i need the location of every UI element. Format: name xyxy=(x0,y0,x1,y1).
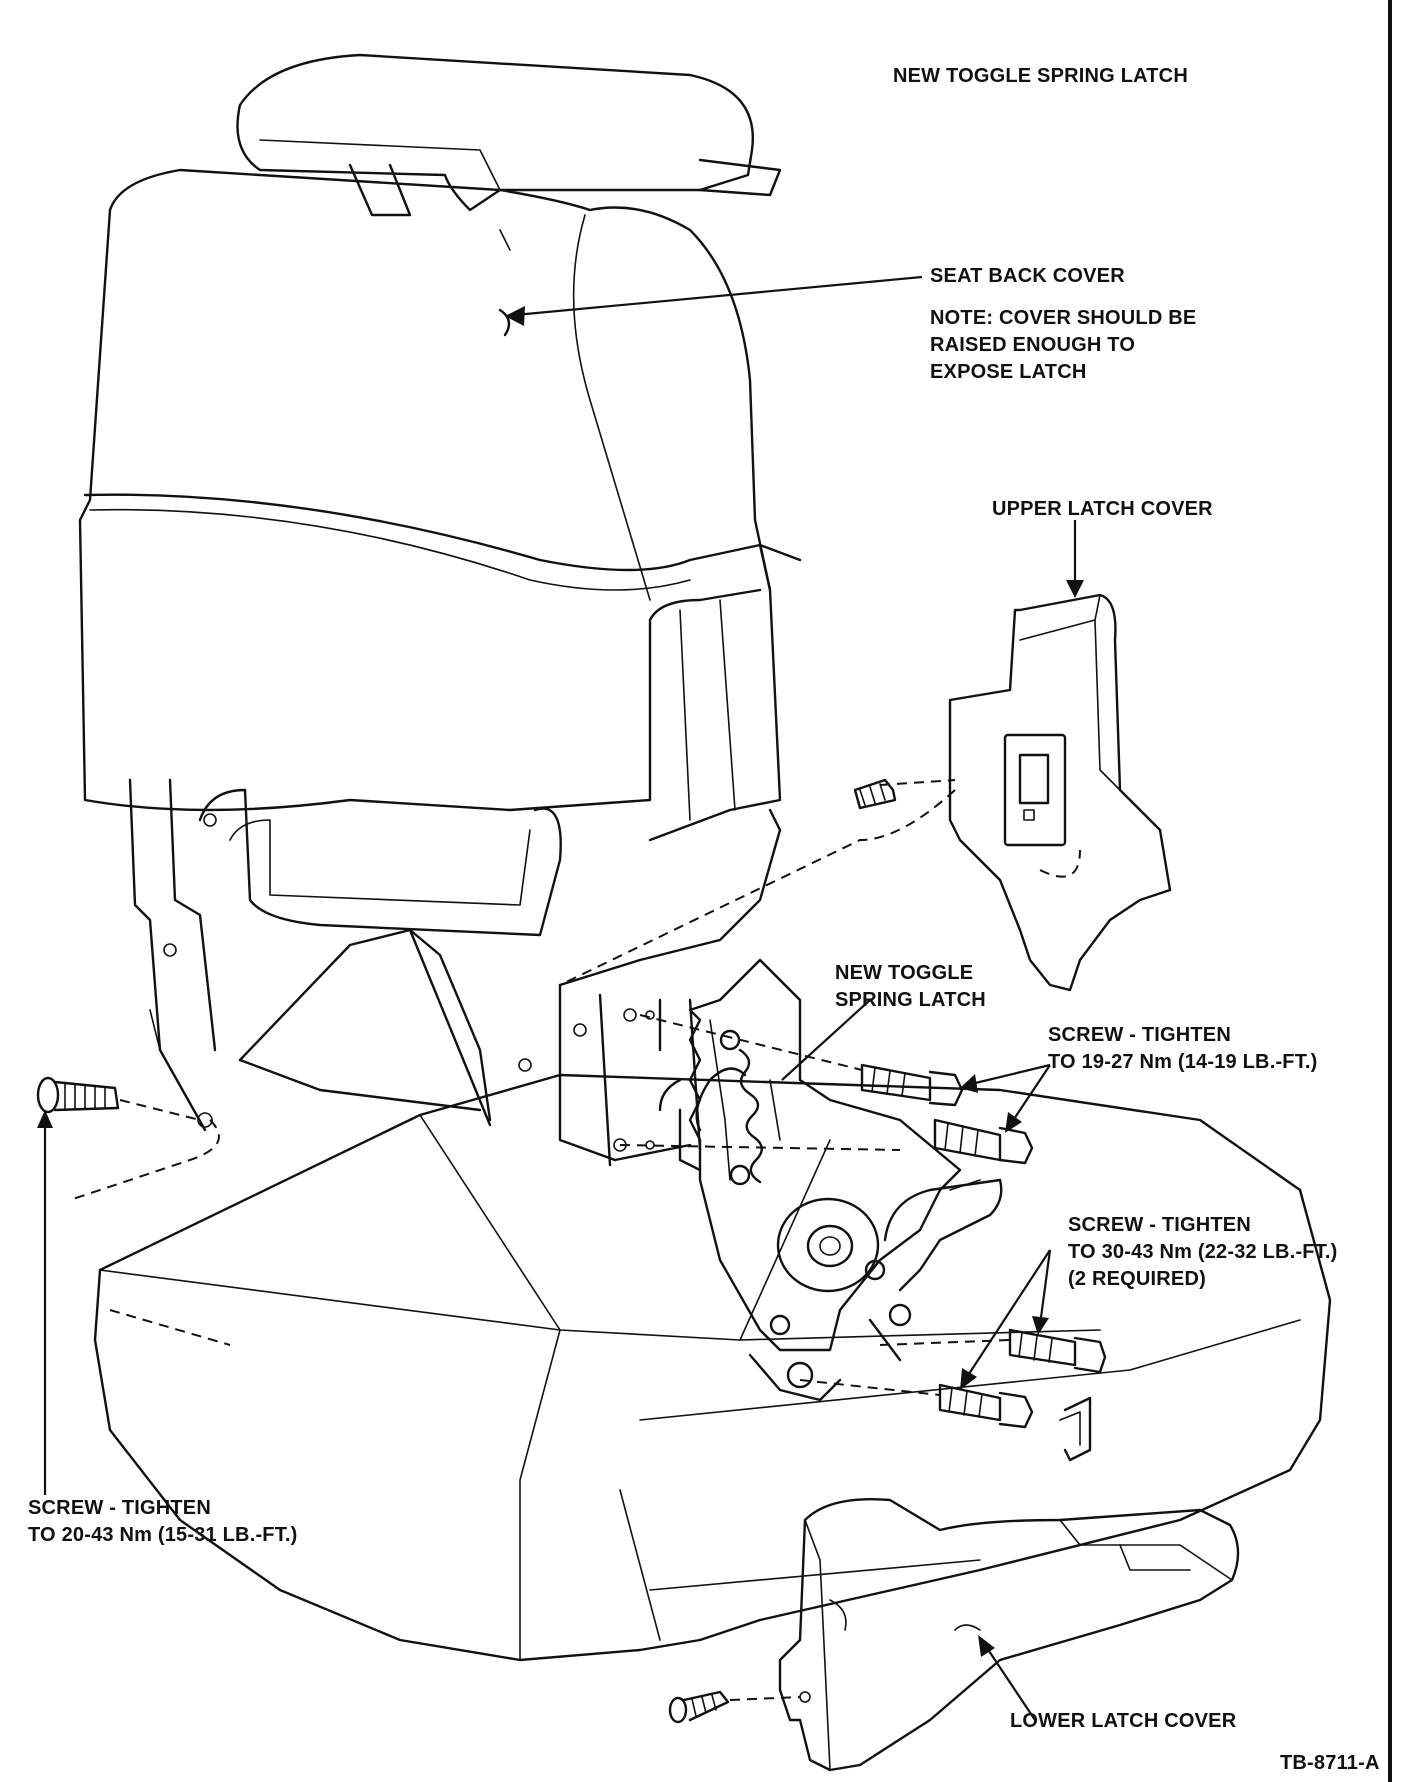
screw-upper-torque-line: TO 19-27 Nm (14-19 LB.-FT.) xyxy=(1048,1051,1318,1073)
seat-back xyxy=(78,53,802,1167)
screw-30-43-nm-top xyxy=(1008,1328,1107,1374)
note-line: RAISED ENOUGH TO xyxy=(930,334,1136,356)
cover-note: NOTE: COVER SHOULD BE RAISED ENOUGH TO E… xyxy=(930,305,1196,386)
toggle-latch-label-line: SPRING LATCH xyxy=(835,989,986,1011)
screw-lower-torque-line: TO 30-43 Nm (22-32 LB.-FT.) xyxy=(1068,1241,1338,1263)
screw-left-torque-line: TO 20-43 Nm (15-31 LB.-FT.) xyxy=(28,1524,298,1546)
right-border-rule xyxy=(1388,0,1392,1782)
screw-lower-cover xyxy=(668,1690,730,1724)
toggle-latch-label-line: NEW TOGGLE xyxy=(835,962,974,984)
screw-lower-torque-label: SCREW - TIGHTEN TO 30-43 Nm (22-32 LB.-F… xyxy=(1068,1212,1338,1293)
diagram-title: NEW TOGGLE SPRING LATCH xyxy=(893,65,1188,87)
retainer-clip xyxy=(1059,1396,1092,1462)
screw-lower-torque-line: SCREW - TIGHTEN xyxy=(1068,1214,1251,1236)
leader-lines xyxy=(37,275,1084,1721)
note-line: NOTE: COVER SHOULD BE xyxy=(930,307,1197,329)
screw-lower-torque-line: (2 REQUIRED) xyxy=(1068,1268,1206,1290)
screw-upper-cover xyxy=(853,778,897,810)
screw-upper-torque-label: SCREW - TIGHTEN TO 19-27 Nm (14-19 LB.-F… xyxy=(1048,1022,1318,1076)
figure-id: TB-8711-A xyxy=(1280,1752,1380,1774)
screw-30-43-nm-bottom xyxy=(938,1383,1034,1429)
upper-latch-cover-label: UPPER LATCH COVER xyxy=(992,498,1213,520)
screw-upper-torque-line: SCREW - TIGHTEN xyxy=(1048,1024,1231,1046)
screw-left-torque-label: SCREW - TIGHTEN TO 20-43 Nm (15-31 LB.-F… xyxy=(28,1495,298,1549)
screw-19-27-nm-bottom xyxy=(933,1118,1034,1165)
toggle-spring-latch xyxy=(658,958,1003,1402)
lower-latch-cover-label: LOWER LATCH COVER xyxy=(1010,1710,1237,1732)
seat-back-cover-label: SEAT BACK COVER xyxy=(930,265,1125,287)
note-line: EXPOSE LATCH xyxy=(930,361,1087,383)
screw-19-27-nm-top xyxy=(860,1063,964,1107)
screw-20-43-nm-left xyxy=(36,1076,120,1114)
upper-latch-cover xyxy=(948,593,1172,992)
toggle-latch-label: NEW TOGGLE SPRING LATCH xyxy=(835,960,986,1014)
screw-left-torque-line: SCREW - TIGHTEN xyxy=(28,1497,211,1519)
seat-cushion xyxy=(93,1073,1332,1662)
lower-latch-cover xyxy=(778,1498,1240,1772)
